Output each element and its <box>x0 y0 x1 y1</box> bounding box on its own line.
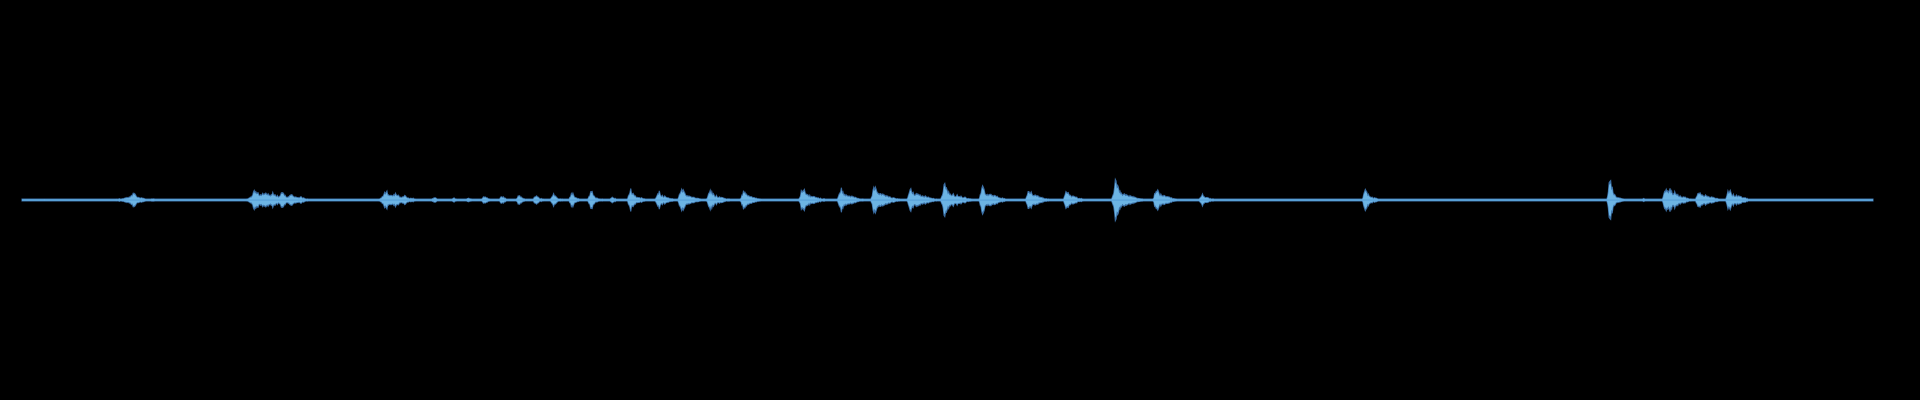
waveform-center-line <box>22 199 1873 201</box>
